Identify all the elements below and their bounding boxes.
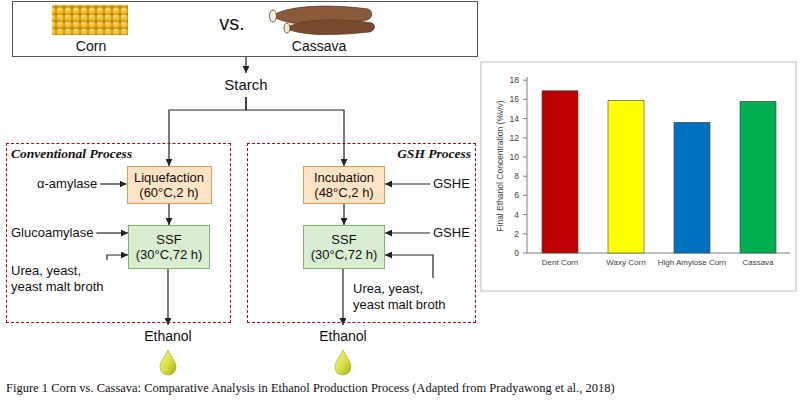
cassava-cut (284, 23, 290, 33)
ethanol-drop (335, 350, 351, 375)
tick-label: 10 (510, 151, 519, 163)
product-label: Ethanol (319, 328, 366, 345)
tick-mark (523, 137, 527, 138)
bar (674, 122, 710, 253)
flow-arrow (342, 269, 343, 325)
panel-text: Corn (76, 38, 106, 55)
input-label: Urea, yeast, yeast malt broth (11, 263, 114, 295)
cassava-cut (270, 10, 277, 22)
flow-arrow (167, 269, 168, 325)
box-text: (60°C,2 h) (139, 185, 198, 200)
category-label: Dent Corn (542, 258, 578, 268)
box-text: (30°C,72 h) (136, 247, 203, 262)
input-text: GSHE (433, 176, 470, 192)
tick-mark (523, 195, 527, 196)
axis-title: Final Ethanol Concentration (%v/v) (495, 100, 505, 231)
bar (608, 100, 644, 253)
flow-arrow (168, 204, 169, 225)
flow-arrow (100, 183, 126, 184)
product-text: Ethanol (319, 328, 366, 345)
tick-label: 2 (514, 228, 519, 240)
tick-mark (523, 214, 527, 215)
process-box: SSF(30°C,72 h) (128, 225, 210, 269)
category-label: Waxy Corn (606, 258, 645, 268)
bar (740, 101, 776, 253)
tick-label: 0 (514, 247, 519, 259)
tick-label: 14 (510, 113, 519, 125)
product-text: Ethanol (144, 328, 191, 345)
flow-arrow (385, 232, 430, 233)
flow-arrow (343, 204, 344, 225)
material-text: Starch (224, 76, 267, 94)
tick-label: 18 (510, 74, 519, 86)
tick-mark (523, 253, 527, 254)
tick-mark (523, 80, 527, 81)
input-label: GSHE (433, 176, 470, 192)
chart-frame (481, 62, 796, 291)
category-label: High Amylose Corn (658, 258, 726, 268)
tick-mark (523, 233, 527, 234)
box-text: SSF (156, 232, 181, 247)
tick-mark (523, 157, 527, 158)
category-label: Cassava (742, 258, 773, 268)
input-text: Urea, yeast, yeast malt broth (353, 281, 456, 313)
input-text: α-amylase (37, 176, 97, 192)
input-label: Glucoamylase (11, 225, 93, 241)
tick-label: 12 (510, 132, 519, 144)
flow-arrow (96, 232, 128, 233)
process-group: Conventional Process α-amylase Liquefactio… (6, 143, 231, 323)
box-text: (48°C,2 h) (314, 185, 373, 200)
figure-panel: Corn vs. Cassava (12, 1, 478, 57)
group-heading: Conventional Process (11, 146, 132, 162)
tick-mark (523, 176, 527, 177)
process-box: SSF(30°C,72 h) (303, 225, 385, 269)
tick-mark (523, 118, 527, 119)
process-group: GSH ProcessIncubation(48°C,2 h) GSHE SSF(3… (247, 143, 476, 323)
flow-arrow (246, 97, 344, 166)
material-label: Starch (224, 76, 267, 94)
input-text: Urea, yeast, yeast malt broth (11, 263, 114, 295)
y-axis (527, 77, 528, 253)
box-text: Liquefaction (134, 170, 204, 185)
flow-arrow (385, 183, 430, 184)
figure-caption: Figure 1 Corn vs. Cassava: Comparative A… (6, 381, 615, 396)
box-text: (30°C,72 h) (311, 247, 378, 262)
tick-label: 4 (514, 209, 519, 221)
corn-image (52, 5, 128, 35)
tick-label: 16 (510, 93, 519, 105)
input-text: Glucoamylase (11, 225, 93, 241)
input-text: GSHE (433, 225, 470, 241)
input-label: GSHE (433, 225, 470, 241)
box-text: Incubation (314, 170, 374, 185)
flow-arrow (245, 57, 246, 73)
tick-label: 8 (514, 170, 519, 182)
input-label: Urea, yeast, yeast malt broth (353, 281, 456, 313)
panel-text: vs. (219, 12, 245, 34)
bar (542, 91, 578, 253)
tick-label: 6 (514, 189, 519, 201)
tick-mark (523, 99, 527, 100)
flow-arrow (107, 255, 128, 260)
group-heading: GSH Process (397, 146, 471, 162)
process-box: Liquefaction(60°C,2 h) (127, 166, 212, 204)
input-label: α-amylase (37, 176, 97, 192)
panel-text: Cassava (292, 38, 346, 55)
ethanol-drop (160, 350, 176, 375)
process-box: Incubation(48°C,2 h) (303, 166, 385, 204)
flow-arrow (169, 97, 246, 166)
product-label: Ethanol (144, 328, 191, 345)
box-text: SSF (331, 232, 356, 247)
cassava-root (286, 20, 374, 35)
flow-arrow (385, 255, 433, 278)
